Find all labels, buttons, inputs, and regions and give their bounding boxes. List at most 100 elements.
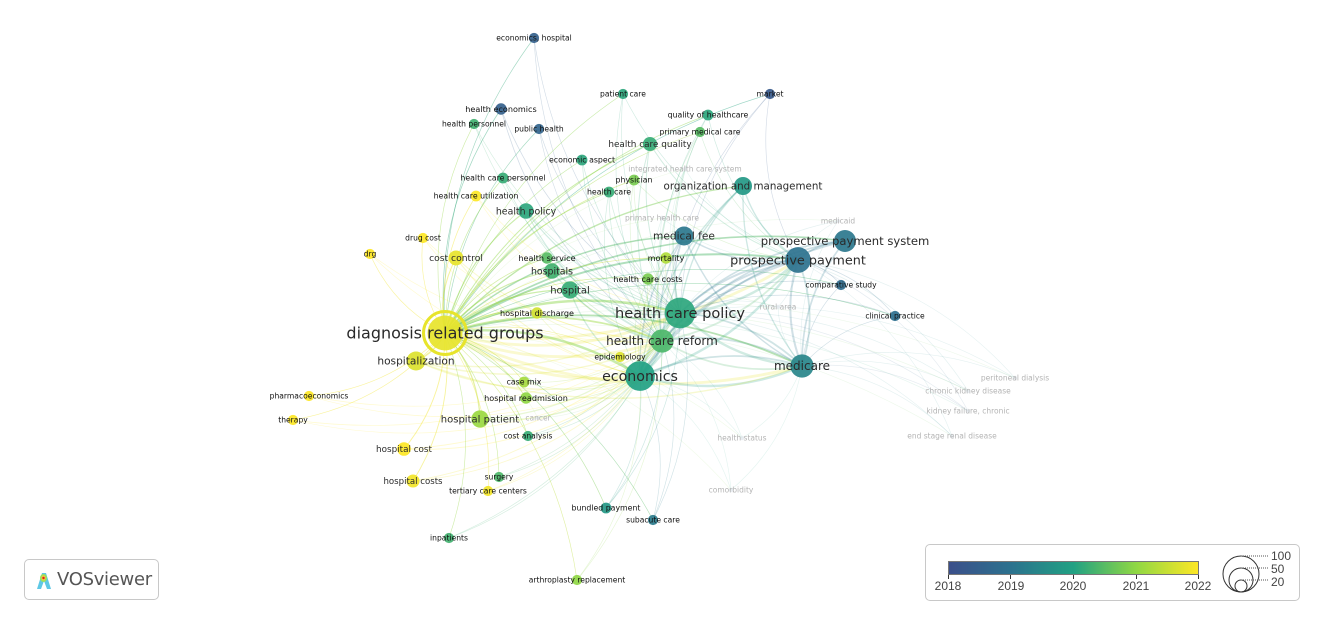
node-label[interactable]: hospital costs bbox=[383, 477, 443, 487]
node-hospitalization[interactable] bbox=[406, 351, 426, 371]
node-label[interactable]: hospitals bbox=[531, 266, 573, 277]
node-clinical-practice[interactable] bbox=[889, 310, 901, 322]
node-drug-cost[interactable] bbox=[417, 232, 429, 244]
node-label[interactable]: epidemiology bbox=[594, 353, 646, 362]
node-label[interactable]: drug cost bbox=[405, 234, 441, 243]
node-label[interactable]: market bbox=[757, 90, 784, 99]
node-end-stage-renal-disease[interactable] bbox=[949, 433, 955, 439]
node-label[interactable]: primary health care bbox=[625, 214, 699, 223]
node-label[interactable]: economics bbox=[602, 369, 678, 385]
node-arthroplasty-replacement[interactable] bbox=[571, 574, 583, 586]
node-label[interactable]: prospective payment bbox=[730, 253, 866, 268]
node-label[interactable]: patient care bbox=[600, 90, 646, 99]
node-label[interactable]: health care personnel bbox=[460, 174, 545, 183]
node-integrated-health-care-system[interactable] bbox=[682, 166, 688, 172]
node-label[interactable]: end stage renal disease bbox=[907, 432, 997, 441]
node-label[interactable]: hospital cost bbox=[376, 445, 432, 455]
node-hospital-readmission[interactable] bbox=[520, 392, 532, 404]
node-physician[interactable] bbox=[628, 174, 640, 186]
node-health-care-personnel[interactable] bbox=[497, 172, 509, 184]
node-therapy[interactable] bbox=[287, 414, 299, 426]
node-label[interactable]: health policy bbox=[496, 206, 557, 217]
node-comorbidity[interactable] bbox=[728, 487, 734, 493]
node-label[interactable]: arthroplasty replacement bbox=[529, 576, 626, 585]
node-epidemiology[interactable] bbox=[614, 351, 626, 363]
node-health-care-policy[interactable] bbox=[664, 297, 696, 329]
node-label[interactable]: chronic kidney disease bbox=[925, 387, 1011, 396]
node-label[interactable]: pharmacoeconomics bbox=[270, 392, 349, 401]
node-cost-analysis[interactable] bbox=[522, 430, 534, 442]
node-label[interactable]: inpatients bbox=[430, 534, 468, 543]
node-label[interactable]: health status bbox=[717, 434, 766, 443]
node-label[interactable]: organization and management bbox=[664, 181, 823, 193]
node-economic-aspect[interactable] bbox=[576, 154, 588, 166]
node-prospective-payment[interactable] bbox=[785, 247, 811, 273]
node-cancer[interactable] bbox=[535, 415, 541, 421]
node-label[interactable]: clinical practice bbox=[865, 312, 925, 321]
node-label[interactable]: kidney failure, chronic bbox=[926, 407, 1009, 416]
node-quality-of-healthcare[interactable] bbox=[702, 109, 714, 121]
node-public-health[interactable] bbox=[533, 123, 545, 135]
node-label[interactable]: medical fee bbox=[653, 231, 715, 243]
node-label[interactable]: hospitalization bbox=[377, 356, 454, 368]
node-label[interactable]: bundled payment bbox=[572, 504, 641, 513]
node-health-service[interactable] bbox=[541, 252, 553, 264]
node-rural-area[interactable] bbox=[775, 304, 781, 310]
node-medical-fee[interactable] bbox=[674, 226, 694, 246]
node-prospective-payment-system[interactable] bbox=[834, 230, 856, 252]
node-hospitals[interactable] bbox=[544, 263, 560, 279]
node-label[interactable]: case mix bbox=[507, 378, 542, 387]
node-mortality[interactable] bbox=[660, 252, 672, 264]
node-label[interactable]: health care utilization bbox=[434, 192, 519, 201]
node-medicaid[interactable] bbox=[835, 218, 841, 224]
node-label[interactable]: cancer bbox=[525, 414, 551, 423]
node-label[interactable]: physician bbox=[616, 176, 653, 185]
node-health-personnel[interactable] bbox=[468, 118, 480, 130]
node-label[interactable]: health care reform bbox=[606, 334, 718, 348]
node-label[interactable]: comparative study bbox=[805, 281, 877, 290]
node-label[interactable]: tertiary care centers bbox=[449, 487, 527, 496]
node-label[interactable]: health care policy bbox=[615, 305, 745, 322]
node-label[interactable]: hospital patient bbox=[441, 415, 519, 426]
node-health-care-reform[interactable] bbox=[650, 329, 674, 353]
node-economics-hospital[interactable] bbox=[528, 32, 540, 44]
node-diagnosis-related-groups[interactable] bbox=[427, 315, 463, 351]
node-hospital-costs[interactable] bbox=[406, 474, 420, 488]
node-health-policy[interactable] bbox=[518, 203, 534, 219]
node-label[interactable]: drg bbox=[364, 250, 377, 259]
node-label[interactable]: rural area bbox=[760, 303, 797, 312]
node-label[interactable]: comorbidity bbox=[709, 486, 754, 495]
node-label[interactable]: economic aspect bbox=[549, 156, 615, 165]
node-kidney-failure-chronic[interactable] bbox=[965, 408, 971, 414]
node-label[interactable]: medicaid bbox=[821, 217, 856, 226]
node-market[interactable] bbox=[764, 88, 776, 100]
node-health-care[interactable] bbox=[603, 186, 615, 198]
node-chronic-kidney-disease[interactable] bbox=[965, 388, 971, 394]
node-label[interactable]: health economics bbox=[465, 104, 536, 114]
node-inpatients[interactable] bbox=[443, 532, 455, 544]
node-label[interactable]: hospital readmission bbox=[484, 393, 568, 403]
node-label[interactable]: health care bbox=[587, 188, 631, 197]
node-health-care-costs[interactable] bbox=[642, 273, 654, 285]
node-label[interactable]: peritoneal dialysis bbox=[981, 374, 1049, 383]
node-label[interactable]: health personnel bbox=[442, 120, 506, 129]
node-label[interactable]: prospective payment system bbox=[761, 234, 930, 248]
node-label[interactable]: mortality bbox=[648, 253, 685, 263]
node-label[interactable]: primary medical care bbox=[660, 128, 741, 137]
node-health-economics[interactable] bbox=[495, 103, 507, 115]
node-subacute-care[interactable] bbox=[647, 514, 659, 526]
node-patient-care[interactable] bbox=[617, 88, 629, 100]
node-case-mix[interactable] bbox=[518, 376, 530, 388]
node-primary-medical-care[interactable] bbox=[694, 126, 706, 138]
node-comparative-study[interactable] bbox=[835, 279, 847, 291]
node-primary-health-care[interactable] bbox=[659, 215, 665, 221]
node-health-status[interactable] bbox=[739, 435, 745, 441]
node-hospital-patient[interactable] bbox=[471, 410, 489, 428]
node-tertiary-care-centers[interactable] bbox=[482, 485, 494, 497]
node-label[interactable]: health care costs bbox=[613, 274, 682, 284]
node-label[interactable]: therapy bbox=[278, 416, 308, 425]
node-label[interactable]: hospital bbox=[550, 286, 590, 297]
node-label[interactable]: cost analysis bbox=[504, 432, 553, 441]
node-economics[interactable] bbox=[625, 361, 655, 391]
